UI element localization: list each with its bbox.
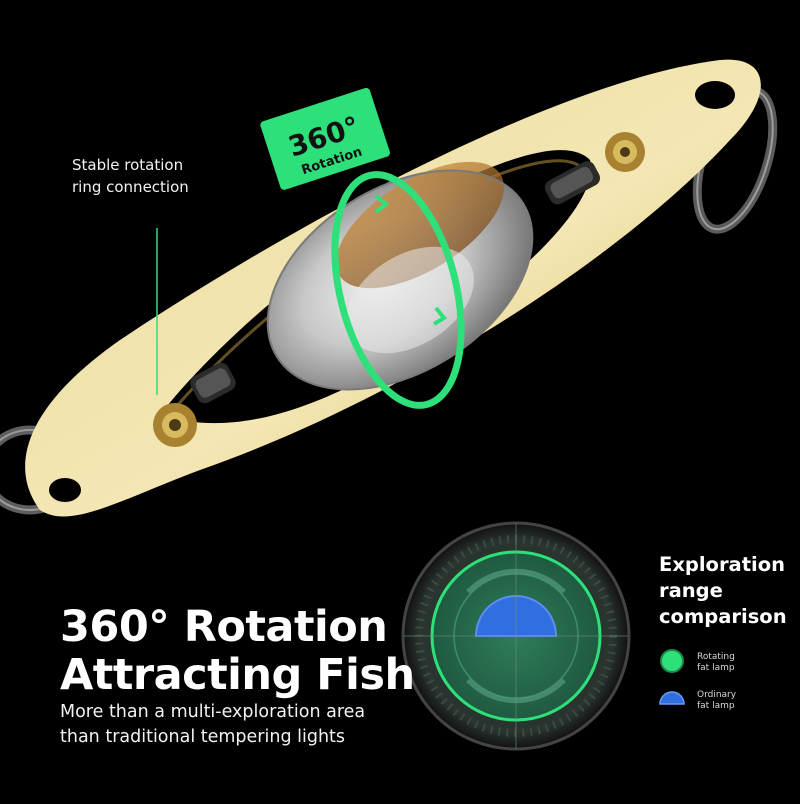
rotation-badge: 360° Rotation [260, 87, 390, 190]
chevron-icon [374, 194, 390, 214]
headline-line-2: Attracting Fish [60, 650, 415, 700]
chevron-icon [432, 306, 447, 326]
headline-line-1: 360° Rotation [60, 602, 388, 652]
callout-text: Stable rotation ring connection [72, 156, 189, 196]
subheadline: More than a multi-exploration area than … [60, 702, 366, 747]
legend-marker-ordinary [659, 691, 685, 705]
rotation-connector-left [190, 362, 236, 404]
legend-marker-rotating [660, 649, 684, 673]
legend-label-ordinary: Ordinary fat lamp [697, 690, 737, 711]
headline: 360° Rotation Attracting Fish [60, 603, 415, 699]
legend-title: Exploration range comparison [659, 553, 787, 628]
radar-comparison [401, 521, 631, 751]
legend-label-rotating: Rotating fat lamp [697, 652, 735, 673]
rivet-right [605, 132, 645, 172]
rivet-left [153, 403, 197, 447]
rotation-ring [331, 171, 465, 409]
rotation-connector-right [544, 161, 601, 205]
